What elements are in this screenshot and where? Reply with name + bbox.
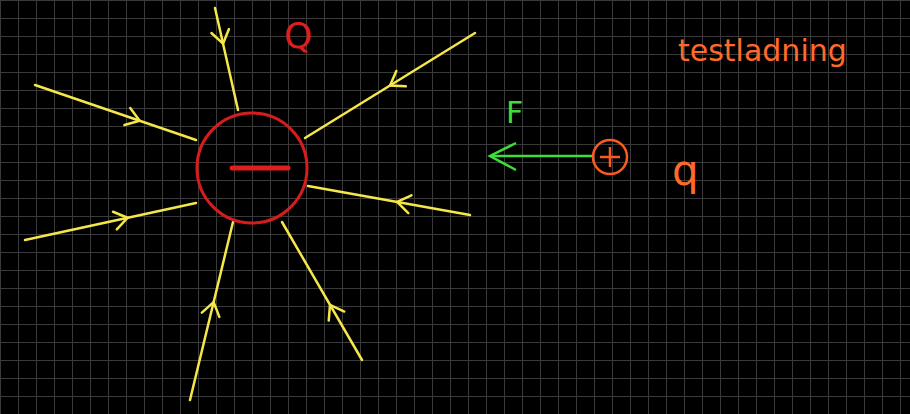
plus-sign bbox=[609, 147, 612, 167]
field-arrowhead bbox=[397, 195, 411, 213]
test-charge-symbol: q bbox=[672, 150, 699, 192]
field-arrowhead bbox=[113, 212, 128, 230]
field-line bbox=[308, 186, 470, 215]
field-line bbox=[190, 222, 233, 400]
field-lines bbox=[25, 8, 475, 400]
field-arrowhead bbox=[202, 302, 219, 317]
field-line bbox=[282, 222, 362, 360]
field-line bbox=[215, 8, 238, 110]
field-line bbox=[25, 203, 196, 240]
force-arrowhead bbox=[490, 143, 516, 170]
negative-charge bbox=[197, 113, 307, 223]
field-line bbox=[35, 85, 196, 140]
test-charge bbox=[593, 140, 627, 174]
field-arrowhead bbox=[329, 305, 345, 321]
field-arrowhead bbox=[211, 29, 229, 44]
test-charge-label: testladning bbox=[678, 36, 847, 66]
field-line bbox=[305, 33, 475, 138]
minus-sign bbox=[232, 166, 288, 171]
field-arrowhead bbox=[390, 71, 406, 86]
charge-label: Q bbox=[284, 18, 312, 54]
force-arrow bbox=[492, 155, 592, 158]
field-arrowhead bbox=[124, 108, 139, 125]
force-label: F bbox=[506, 98, 523, 128]
